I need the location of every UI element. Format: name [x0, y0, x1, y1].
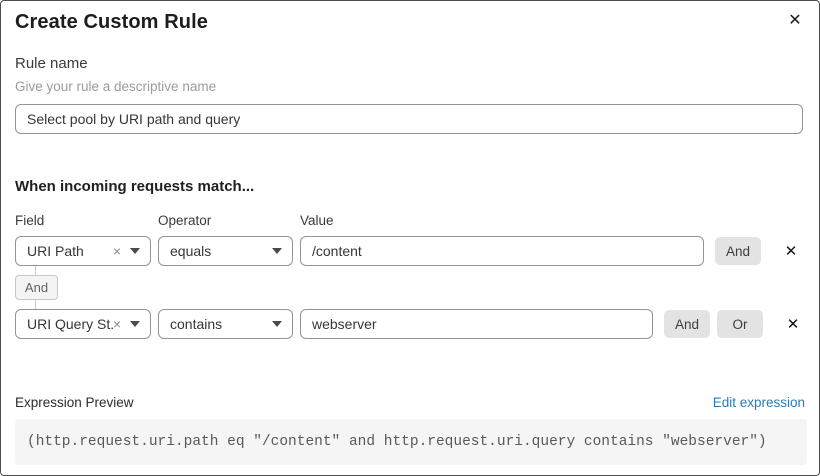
match-heading: When incoming requests match...	[15, 178, 255, 195]
rule-name-help: Give your rule a descriptive name	[15, 79, 217, 94]
condition-row: URI Path × equals And ✕	[15, 236, 805, 266]
add-and-condition-button[interactable]: And	[715, 237, 761, 265]
rule-name-input[interactable]	[15, 104, 803, 134]
close-icon: ✕	[788, 10, 802, 29]
field-select-value: URI Path	[27, 243, 84, 259]
logic-connector: And	[15, 266, 805, 309]
condition-row: URI Query St... × contains And Or ✕	[15, 309, 805, 339]
expression-code-block: (http.request.uri.path eq "/content" and…	[15, 419, 807, 465]
operator-column-label: Operator	[158, 213, 212, 228]
value-input[interactable]	[300, 236, 704, 266]
remove-row-icon: ✕	[786, 315, 800, 333]
close-button[interactable]: ✕	[783, 8, 807, 32]
operator-select[interactable]: equals	[158, 236, 293, 266]
remove-row-icon: ✕	[784, 242, 798, 260]
edit-expression-link[interactable]: Edit expression	[712, 395, 805, 410]
remove-row-button[interactable]: ✕	[782, 313, 804, 335]
operator-select-value: contains	[170, 316, 223, 332]
add-or-condition-button[interactable]: Or	[717, 310, 763, 338]
expression-preview-header: Expression Preview Edit expression	[15, 395, 805, 410]
chevron-down-icon	[130, 321, 140, 327]
field-select-value: URI Query St...	[27, 316, 113, 332]
remove-row-button[interactable]: ✕	[780, 240, 802, 262]
operator-select-value: equals	[170, 243, 212, 259]
clear-selection-icon[interactable]: ×	[112, 243, 121, 259]
field-select[interactable]: URI Query St... ×	[15, 309, 151, 339]
chevron-down-icon	[272, 321, 282, 327]
add-and-condition-button[interactable]: And	[664, 310, 710, 338]
operator-select[interactable]: contains	[158, 309, 293, 339]
value-column-label: Value	[300, 213, 334, 228]
field-column-label: Field	[15, 213, 45, 228]
value-input[interactable]	[300, 309, 653, 339]
clear-selection-icon[interactable]: ×	[112, 316, 121, 332]
expression-code: (http.request.uri.path eq "/content" and…	[27, 434, 767, 450]
expression-preview-label: Expression Preview	[15, 395, 134, 410]
and-connector-badge: And	[15, 275, 58, 300]
page-title: Create Custom Rule	[15, 11, 208, 33]
chevron-down-icon	[272, 248, 282, 254]
chevron-down-icon	[130, 248, 140, 254]
column-labels: Field Operator Value	[15, 213, 805, 228]
rule-name-label: Rule name	[15, 55, 88, 72]
field-select[interactable]: URI Path ×	[15, 236, 151, 266]
